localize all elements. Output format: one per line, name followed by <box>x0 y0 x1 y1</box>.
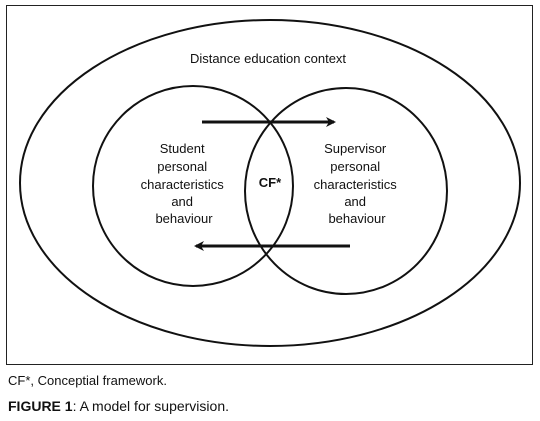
student-label-line: behaviour <box>155 211 213 226</box>
student-label-line: and <box>171 194 193 209</box>
context-label: Distance education context <box>190 51 346 66</box>
caption-text: : A model for supervision. <box>72 398 229 414</box>
student-circle <box>92 85 294 287</box>
caption-label: FIGURE 1 <box>8 398 73 414</box>
student-label-line: characteristics <box>141 177 225 192</box>
supervisor-label-line: and <box>344 194 366 209</box>
student-label-line: Student <box>160 141 205 156</box>
supervisor-label-line: characteristics <box>314 177 398 192</box>
center-label: CF* <box>259 175 282 190</box>
footnote: CF*, Conceptial framework. <box>8 373 167 388</box>
student-label: Student personal characteristics and beh… <box>141 141 228 226</box>
supervisor-label: Supervisor personal characteristics and … <box>314 141 401 226</box>
context-ellipse <box>19 19 521 347</box>
supervisor-circle <box>244 87 448 295</box>
supervisor-label-line: Supervisor <box>324 141 387 156</box>
supervisor-label-line: behaviour <box>328 211 386 226</box>
student-label-line: personal <box>157 159 207 174</box>
figure-caption: FIGURE 1: A model for supervision. <box>8 398 229 414</box>
figure-frame <box>6 5 533 365</box>
supervisor-label-line: personal <box>330 159 380 174</box>
